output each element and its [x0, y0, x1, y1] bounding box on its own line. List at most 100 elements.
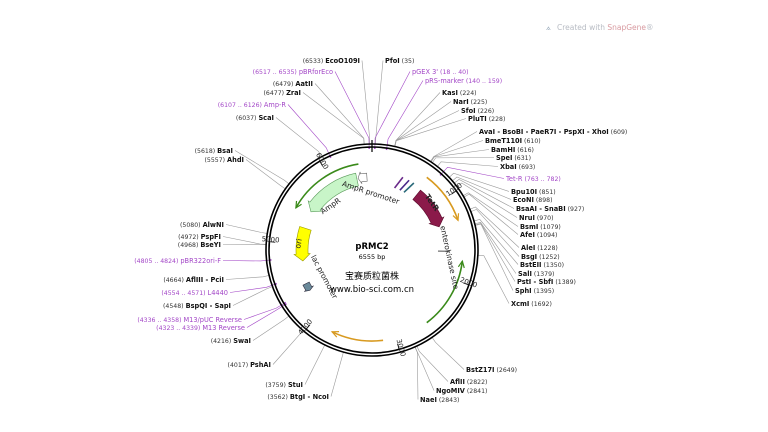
leader-line-nrui [456, 182, 518, 218]
site-position: (1389) [553, 279, 576, 286]
site-position: (226) [476, 108, 495, 115]
site-name: XbaI [500, 163, 517, 171]
site-position: (6037) [236, 115, 259, 122]
site-name: NarI [453, 98, 469, 106]
site-label-alei: AleI (1228) [521, 244, 558, 252]
leader-line-afei [463, 193, 519, 235]
site-position: (609) [609, 129, 628, 136]
site-position: (6517 .. 6535) [253, 69, 299, 76]
site-name: XcmI [511, 300, 529, 308]
site-name: ZraI [286, 89, 301, 97]
site-name: EcoNI [513, 196, 534, 204]
feature-ampr-arrow [307, 172, 359, 213]
site-position: (5618) [195, 148, 218, 155]
site-position: (6477) [264, 90, 287, 97]
site-position: (2841) [465, 388, 488, 395]
site-label-prs-marker: pRS-marker (140 .. 159) [425, 77, 502, 85]
orf-arc-bottom [331, 331, 384, 342]
leader-line-amp-r [287, 104, 331, 157]
site-position: (4972) [178, 234, 201, 241]
leader-line-econi [452, 176, 512, 200]
feature-small-marker [399, 179, 410, 191]
site-position: (610) [522, 138, 541, 145]
snapgene-logo-icon: ⟑ [546, 23, 551, 32]
site-position: (4554 .. 4571) [161, 290, 207, 297]
site-name: BsaAI - SnaBI [516, 205, 566, 213]
site-label-alwni: (5080) AlwNI [180, 221, 224, 229]
site-label-afliii-pcii: (4664) AflIII - PciI [163, 276, 224, 284]
orf-arc-right-arrowhead [457, 259, 465, 269]
leader-line-tet-r [441, 166, 505, 179]
site-position: (225) [469, 99, 488, 106]
site-position: (140 .. 159) [464, 78, 502, 85]
leader-line-pfoi [375, 60, 384, 145]
site-position: (228) [487, 116, 506, 123]
leader-line-ahdi [245, 159, 286, 190]
site-position: (927) [566, 206, 585, 213]
site-name: AleI [521, 244, 535, 252]
feature-ampr-promoter-arrow [357, 171, 368, 184]
site-position: (4968) [178, 242, 201, 249]
site-position: (898) [534, 197, 553, 204]
site-label-m13-reverse: (4323 .. 4339) M13 Reverse [156, 324, 245, 332]
site-label-naei: NaeI (2843) [420, 396, 459, 404]
site-position: (4216) [211, 338, 234, 345]
site-name: NruI [519, 214, 535, 222]
tick-label-3000: 3000 [395, 338, 407, 357]
site-name: StuI [288, 381, 303, 389]
site-label-nari: NarI (225) [453, 98, 487, 106]
site-label-sphi: SphI (1395) [515, 287, 554, 295]
leader-line-pspfi [222, 236, 267, 245]
site-position: (1350) [542, 262, 565, 269]
site-label-bpu10i: Bpu10I (851) [511, 188, 556, 196]
site-name: PspFI [201, 233, 221, 241]
site-name: NaeI [420, 396, 437, 404]
site-label-zrai: (6477) ZraI [264, 89, 301, 97]
site-name: BspQI - SapI [186, 302, 231, 310]
leader-line-afliii-pcii [225, 275, 270, 280]
feature-ori-arrow [293, 226, 312, 262]
site-name: EcoO109I [325, 57, 360, 65]
site-name: SphI [515, 287, 532, 295]
website-text: www.bio-sci.com.cn [330, 285, 414, 295]
leader-line-bsmi [462, 192, 519, 227]
site-position: (2822) [465, 379, 488, 386]
site-label-bsai: (5618) BsaI [195, 147, 233, 155]
site-label-tet-r: Tet-R (763 .. 782) [505, 175, 561, 183]
site-label-bsaai-snabi: BsaAI - SnaBI (927) [516, 205, 584, 213]
watermark-suffix: ® [646, 23, 654, 32]
watermark-prefix: Created with [557, 23, 608, 32]
site-position: (5080) [180, 222, 203, 229]
site-position: (4336 .. 4358) [137, 317, 183, 324]
site-position: (4548) [163, 303, 186, 310]
site-name: KasI [442, 89, 458, 97]
site-position: (35) [400, 58, 415, 65]
watermark-brand: SnapGene [607, 23, 647, 32]
leader-line-bmet110i [430, 140, 484, 162]
site-label-bsgi: BsgI (1252) [521, 253, 560, 261]
site-position: (5557) [204, 157, 227, 164]
tick-mark [451, 190, 457, 195]
site-name: AvaI - BsoBI - PaeR7I - PspXI - XhoI [479, 128, 609, 136]
leader-line-zrai [302, 92, 365, 145]
site-position: (4017) [228, 362, 251, 369]
site-labels: (6533) EcoO109I PfoI (35) (6517 .. 6535) p… [134, 57, 627, 404]
feature-small-marker [393, 176, 404, 189]
site-label-pfoi: PfoI (35) [385, 57, 414, 65]
site-name: ScaI [258, 114, 274, 122]
site-name: NgoMIV [436, 387, 466, 395]
site-name: SwaI [233, 337, 251, 345]
site-position: (631) [512, 155, 531, 162]
site-position: (6533) [303, 58, 326, 65]
leader-line-bsaai-snabi [454, 179, 515, 209]
leader-line-spei [432, 157, 495, 163]
site-name: M13 Reverse [202, 324, 245, 332]
site-label-bamhi: BamHI (616) [491, 146, 534, 154]
leader-line-stui [304, 344, 326, 385]
site-position: (1252) [537, 254, 560, 261]
site-label-sali: SalI (1379) [518, 270, 554, 278]
site-position: (3759) [265, 382, 288, 389]
leader-line-bpu10i [448, 172, 510, 192]
site-label-bsmi: BsmI (1079) [520, 223, 561, 231]
site-position: (1395) [532, 288, 555, 295]
